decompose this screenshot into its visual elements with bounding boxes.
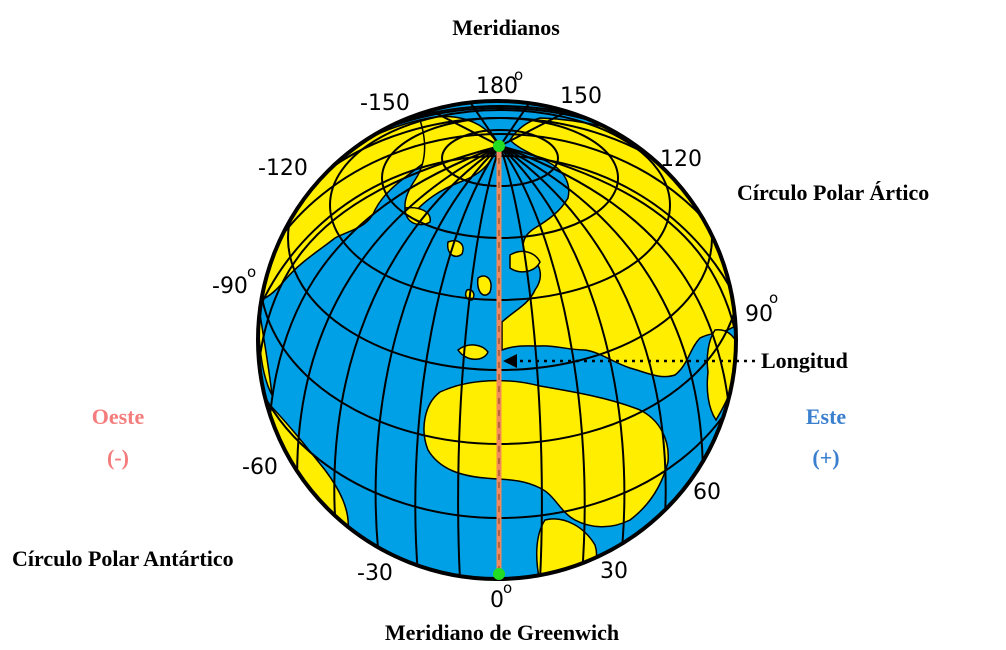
north-pole-marker — [493, 140, 505, 152]
island-british — [476, 275, 492, 296]
continent-africa — [423, 379, 669, 528]
tick-90: 90 — [745, 302, 773, 327]
longitude-ticks: 180 o -150 150 -120 120 -90 o 90 o -60 6… — [212, 66, 778, 613]
tick-minus-150: -150 — [360, 91, 410, 116]
west-label: Oeste — [92, 404, 145, 429]
title: Meridianos — [452, 15, 560, 40]
tick-minus-90-degree: o — [247, 263, 256, 281]
tick-120: 120 — [660, 147, 702, 172]
tick-minus-60: -60 — [242, 455, 278, 480]
antarctic-circle-label: Círculo Polar Antártico — [12, 546, 234, 571]
tick-0-degree: o — [503, 579, 512, 597]
west-sign: (-) — [107, 445, 129, 470]
tick-minus-30: -30 — [357, 561, 393, 586]
longitude-arrow — [503, 354, 755, 368]
east-label: Este — [806, 404, 847, 429]
bottom-title: Meridiano de Greenwich — [385, 620, 619, 645]
tick-0: 0 — [490, 588, 504, 613]
tick-90-degree: o — [769, 289, 778, 307]
tick-150: 150 — [560, 84, 602, 109]
tick-minus-120: -120 — [258, 156, 308, 181]
tick-60: 60 — [693, 480, 721, 505]
arctic-circle-label: Círculo Polar Ártico — [737, 180, 929, 205]
tick-180: 180 — [476, 74, 518, 99]
longitude-label: Longitud — [761, 348, 848, 373]
tick-minus-90: -90 — [212, 274, 248, 299]
east-sign: (+) — [812, 445, 839, 470]
south-pole-marker — [493, 568, 505, 580]
tick-180-degree: o — [514, 66, 523, 84]
globe — [256, 99, 738, 581]
island-west — [404, 206, 431, 226]
tick-30: 30 — [600, 559, 628, 584]
